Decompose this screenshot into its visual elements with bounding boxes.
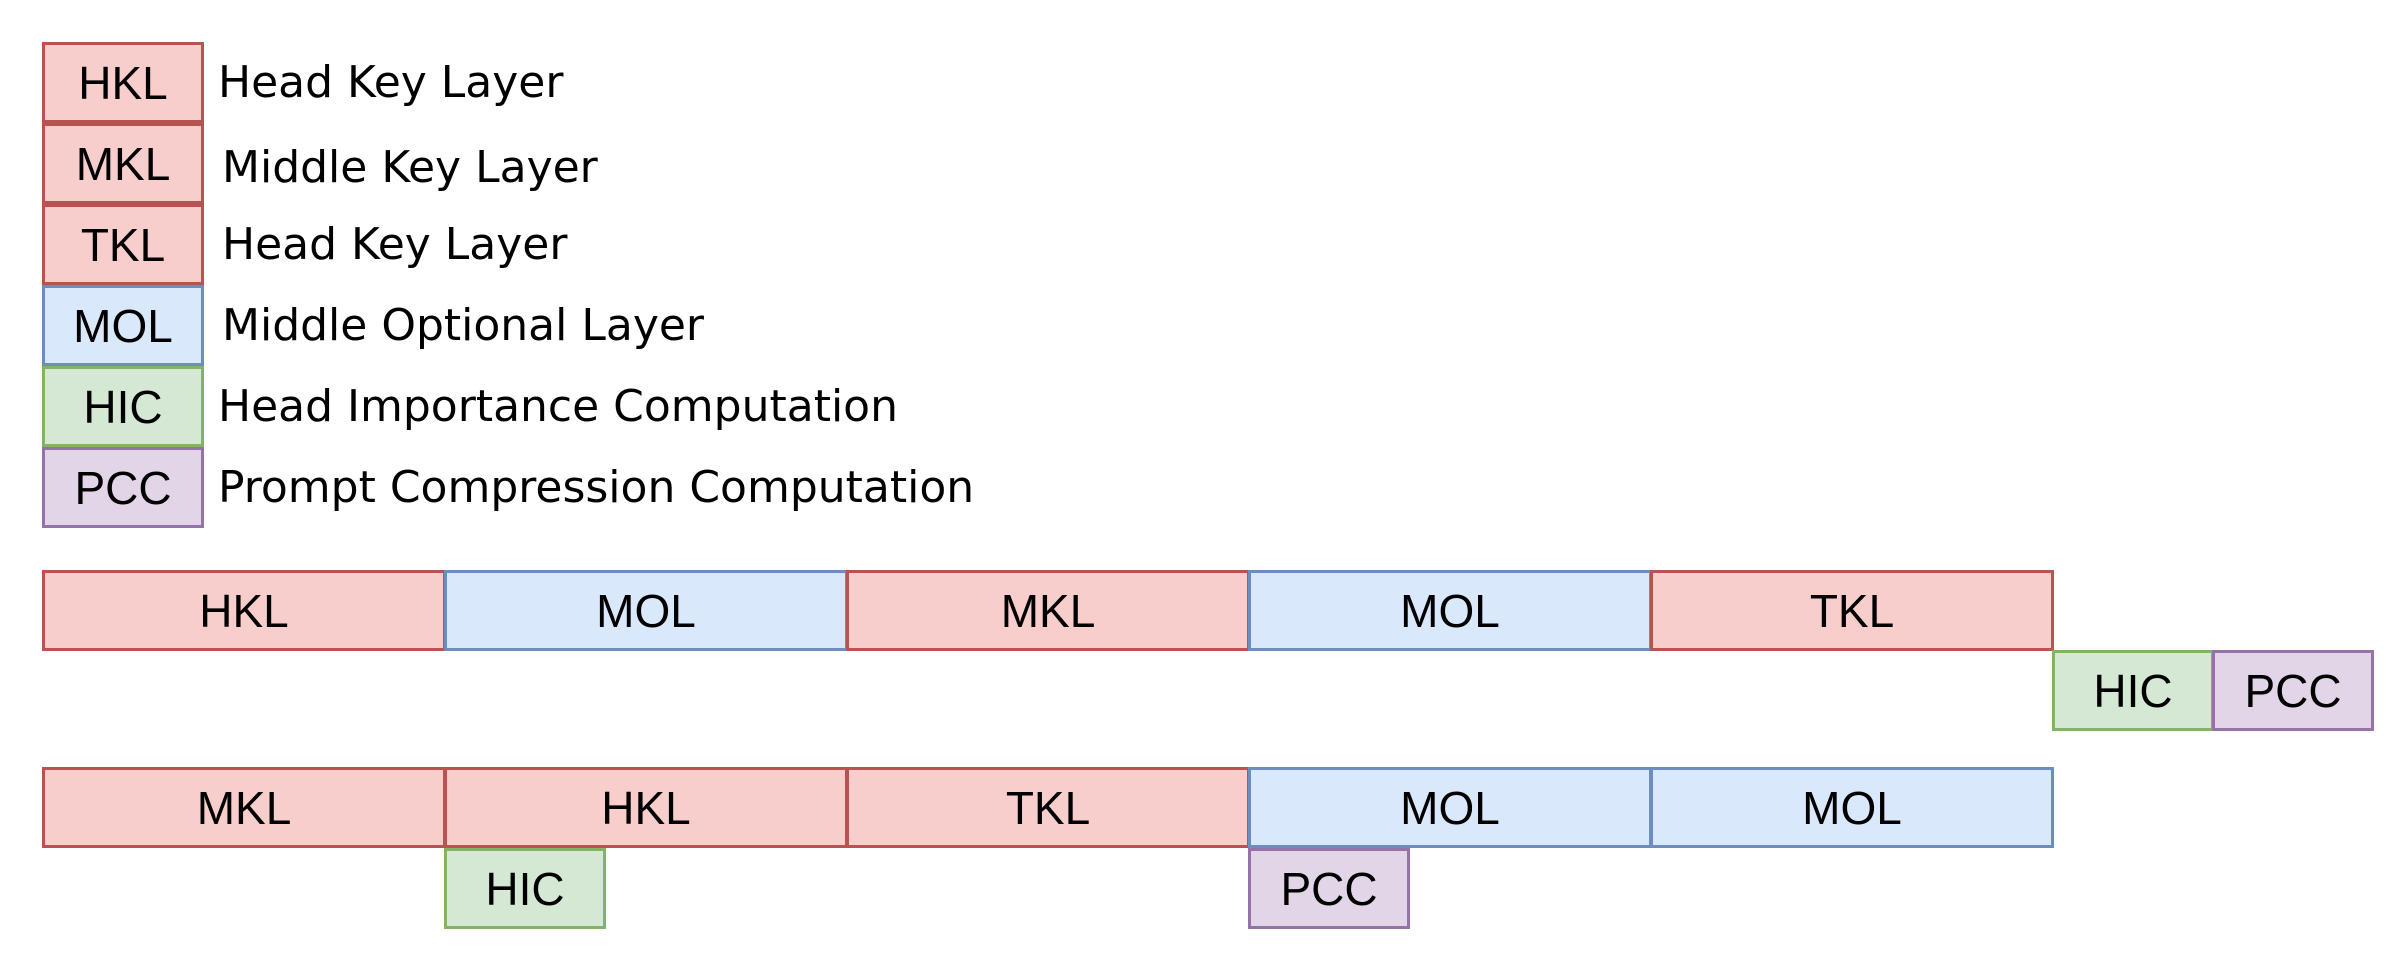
legend-swatch-tkl: TKL [42,204,204,285]
pipeline-1-layer-4: MOL [1248,570,1652,651]
pipeline-1-pcc: PCC [2212,650,2374,731]
pipeline-2-layer-2: HKL [444,767,848,848]
legend-label-hkl: Head Key Layer [218,56,564,108]
pipeline-1-layer-1: HKL [42,570,446,651]
legend-label-tkl: Head Key Layer [222,218,568,270]
legend-swatch-pcc: PCC [42,447,204,528]
legend-label-mkl: Middle Key Layer [222,141,598,193]
legend-label-pcc: Prompt Compression Computation [218,461,975,513]
legend-label-hic: Head Importance Computation [218,380,898,432]
pipeline-2-pcc: PCC [1248,848,1410,929]
legend-swatch-mkl: MKL [42,123,204,204]
legend-swatch-mol: MOL [42,285,204,366]
pipeline-1-layer-5: TKL [1650,570,2054,651]
pipeline-1-layer-3: MKL [846,570,1250,651]
pipeline-1-hic: HIC [2052,650,2214,731]
legend-label-mol: Middle Optional Layer [222,299,705,351]
legend-swatch-hkl: HKL [42,42,204,123]
pipeline-2-layer-5: MOL [1650,767,2054,848]
pipeline-2-layer-4: MOL [1248,767,1652,848]
pipeline-1-layer-2: MOL [444,570,848,651]
pipeline-2-hic: HIC [444,848,606,929]
pipeline-2-layer-3: TKL [846,767,1250,848]
legend-swatch-hic: HIC [42,366,204,447]
pipeline-2-layer-1: MKL [42,767,446,848]
